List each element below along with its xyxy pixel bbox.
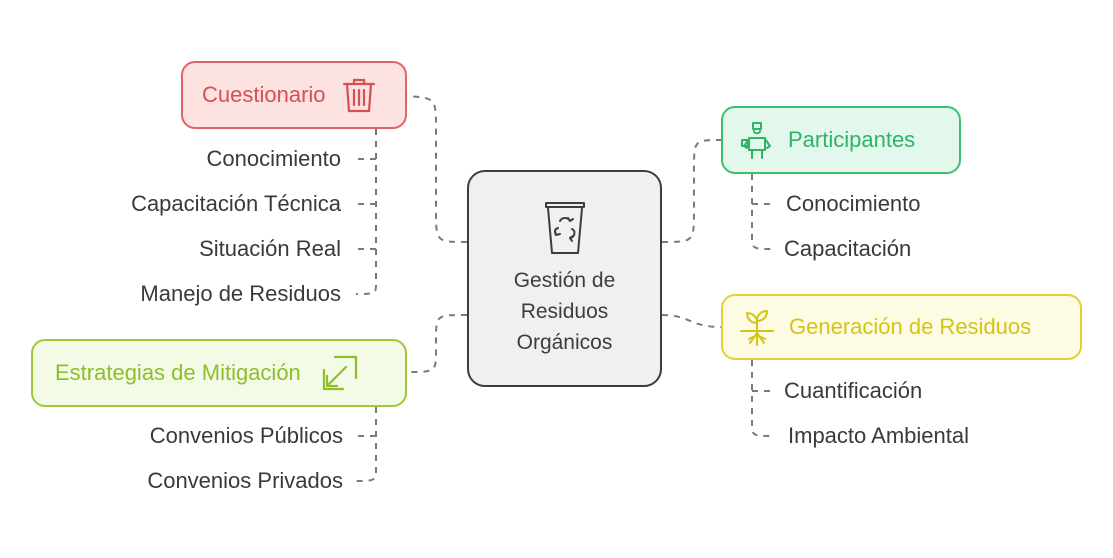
leaf-generacion-2: Impacto Ambiental: [788, 423, 969, 448]
topic-generacion-label: Generación de Residuos: [789, 314, 1032, 339]
leaf-cuestionario-4: Manejo de Residuos: [140, 281, 341, 306]
leaf-estrategias-2: Convenios Privados: [147, 468, 343, 493]
link-participantes-items: [751, 174, 773, 250]
link-center-generacion: [661, 314, 722, 328]
link-generacion-items: [751, 360, 773, 437]
topic-cuestionario: Cuestionario: [181, 61, 407, 129]
person-worker-icon: [740, 120, 774, 160]
link-estrategias-items: [355, 407, 377, 482]
topic-participantes-label: Participantes: [788, 127, 916, 152]
central-topic-node: Gestión de Residuos Orgánicos: [467, 170, 662, 387]
link-center-cuestionario: [406, 95, 468, 243]
topic-participantes: Participantes: [721, 106, 961, 174]
leaf-participantes-2: Capacitación: [784, 236, 912, 261]
leaf-generacion-1: Cuantificación: [784, 378, 923, 403]
leaf-cuestionario-3: Situación Real: [199, 236, 341, 261]
leaf-participantes-1: Conocimiento: [786, 191, 921, 216]
link-center-estrategias: [406, 314, 468, 373]
shrink-arrow-icon: [321, 354, 359, 392]
leaf-cuestionario-2: Capacitación Técnica: [131, 191, 341, 216]
trash-can-icon: [342, 77, 376, 113]
leaf-estrategias-1: Convenios Públicos: [149, 423, 343, 448]
leaf-cuestionario-1: Conocimiento: [206, 146, 341, 171]
link-cuestionario-items: [355, 129, 377, 295]
link-center-participantes: [661, 139, 722, 243]
sprout-icon: [739, 307, 775, 347]
recycle-bin-icon: [542, 199, 588, 257]
topic-estrategias: Estrategias de Mitigación: [31, 339, 407, 407]
topic-estrategias-label: Estrategias de Mitigación: [55, 360, 301, 385]
topic-cuestionario-label: Cuestionario: [202, 82, 326, 107]
topic-generacion: Generación de Residuos: [721, 294, 1082, 360]
central-topic-label: Gestión de Residuos Orgánicos: [513, 269, 616, 354]
